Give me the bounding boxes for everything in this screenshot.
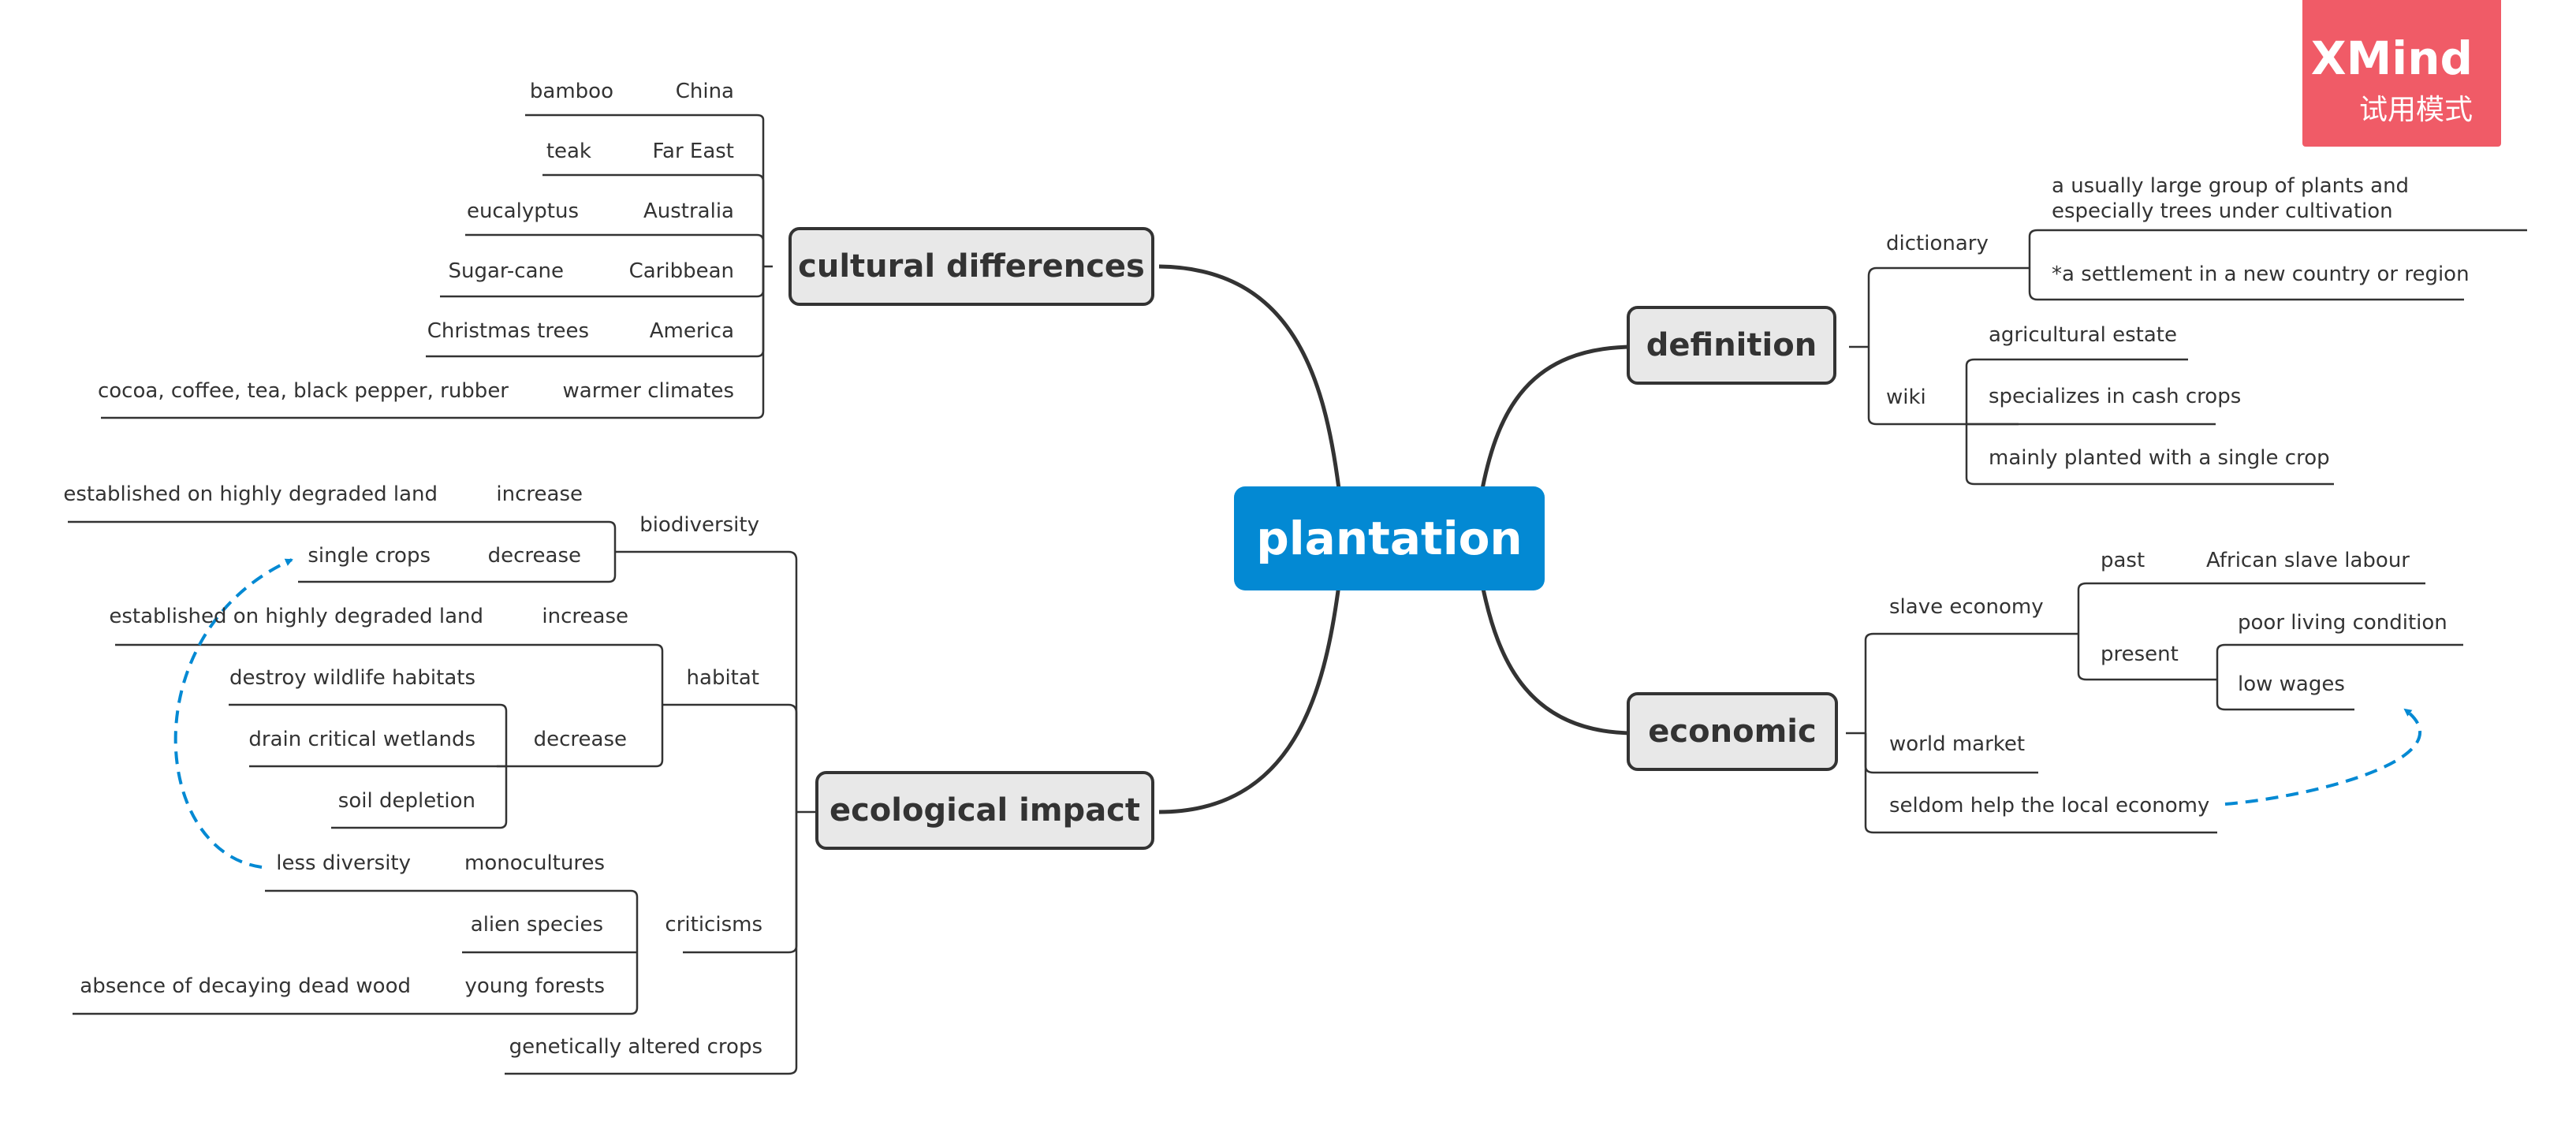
badge-title: XMind <box>2310 32 2473 85</box>
alien-species-label[interactable]: alien species <box>470 913 603 937</box>
region-label[interactable]: America <box>649 319 734 343</box>
habitat-decrease-item[interactable]: drain critical wetlands <box>248 728 475 751</box>
region-label[interactable]: Caribbean <box>628 259 734 283</box>
crop-label[interactable]: Sugar-cane <box>448 259 564 283</box>
criticisms-label[interactable]: criticisms <box>665 913 762 937</box>
crop-label[interactable]: bamboo <box>529 80 613 103</box>
main-branches <box>1158 264 1635 814</box>
habitat-decrease-item[interactable]: destroy wildlife habitats <box>229 666 475 690</box>
monocultures-label[interactable]: monocultures <box>464 851 605 875</box>
topic-definition[interactable]: definition <box>1627 306 1836 385</box>
less-diversity-label[interactable]: less diversity <box>276 851 411 875</box>
region-label[interactable]: China <box>675 80 734 103</box>
badge-subtitle: 试用模式 <box>2358 94 2473 126</box>
young-forests-label[interactable]: young forests <box>464 974 605 998</box>
biodiversity-label[interactable]: biodiversity <box>639 513 759 537</box>
wiki-item[interactable]: mainly planted with a single crop <box>1989 446 2330 470</box>
present-item[interactable]: low wages <box>2238 672 2345 696</box>
topic-cultural-differences[interactable]: cultural differences <box>788 227 1154 306</box>
present-item[interactable]: poor living condition <box>2238 611 2447 635</box>
crop-label[interactable]: cocoa, coffee, tea, black pepper, rubber <box>97 379 509 403</box>
past-item[interactable]: African slave labour <box>2206 549 2410 572</box>
crop-label[interactable]: eucalyptus <box>466 199 579 223</box>
dictionary-item[interactable]: a usually large group of plants and espe… <box>2052 174 2410 223</box>
world-market-label[interactable]: world market <box>1889 732 2026 756</box>
wiki-item[interactable]: specializes in cash crops <box>1989 385 2242 408</box>
dictionary-item[interactable]: *a settlement in a new country or region <box>2052 263 2470 286</box>
wiki-label[interactable]: wiki <box>1886 385 1926 409</box>
gm-crops-label[interactable]: genetically altered crops <box>509 1035 762 1059</box>
region-label[interactable]: Far East <box>652 140 734 163</box>
habitat-increase-item[interactable]: established on highly degraded land <box>109 605 483 628</box>
biodiversity-decrease[interactable]: decrease <box>487 544 581 568</box>
biodiversity-decrease-item[interactable]: single crops <box>308 544 431 568</box>
region-label[interactable]: warmer climates <box>562 379 734 403</box>
crop-label[interactable]: Christmas trees <box>427 319 589 343</box>
xmind-trial-badge: XMind 试用模式 <box>2302 0 2501 147</box>
biodiversity-increase[interactable]: increase <box>496 482 583 506</box>
topic-ecological-impact[interactable]: ecological impact <box>815 771 1154 850</box>
habitat-decrease-item[interactable]: soil depletion <box>337 789 475 813</box>
dead-wood-label[interactable]: absence of decaying dead wood <box>80 974 411 998</box>
relationship-arrows <box>173 558 2421 869</box>
dictionary-label[interactable]: dictionary <box>1886 232 1989 255</box>
central-topic[interactable]: plantation <box>1234 486 1545 590</box>
habitat-label[interactable]: habitat <box>686 666 759 690</box>
habitat-decrease[interactable]: decrease <box>533 728 627 751</box>
topic-economic[interactable]: economic <box>1627 692 1838 771</box>
slave-economy-label[interactable]: slave economy <box>1889 595 2044 619</box>
present-label[interactable]: present <box>2101 642 2179 666</box>
sub-branches <box>68 114 2527 1075</box>
habitat-increase[interactable]: increase <box>542 605 628 628</box>
local-economy-label[interactable]: seldom help the local economy <box>1889 794 2210 818</box>
biodiversity-increase-item[interactable]: established on highly degraded land <box>63 482 438 506</box>
region-label[interactable]: Australia <box>643 199 734 223</box>
crop-label[interactable]: teak <box>546 140 591 163</box>
wiki-item[interactable]: agricultural estate <box>1989 323 2177 347</box>
past-label[interactable]: past <box>2101 549 2145 572</box>
